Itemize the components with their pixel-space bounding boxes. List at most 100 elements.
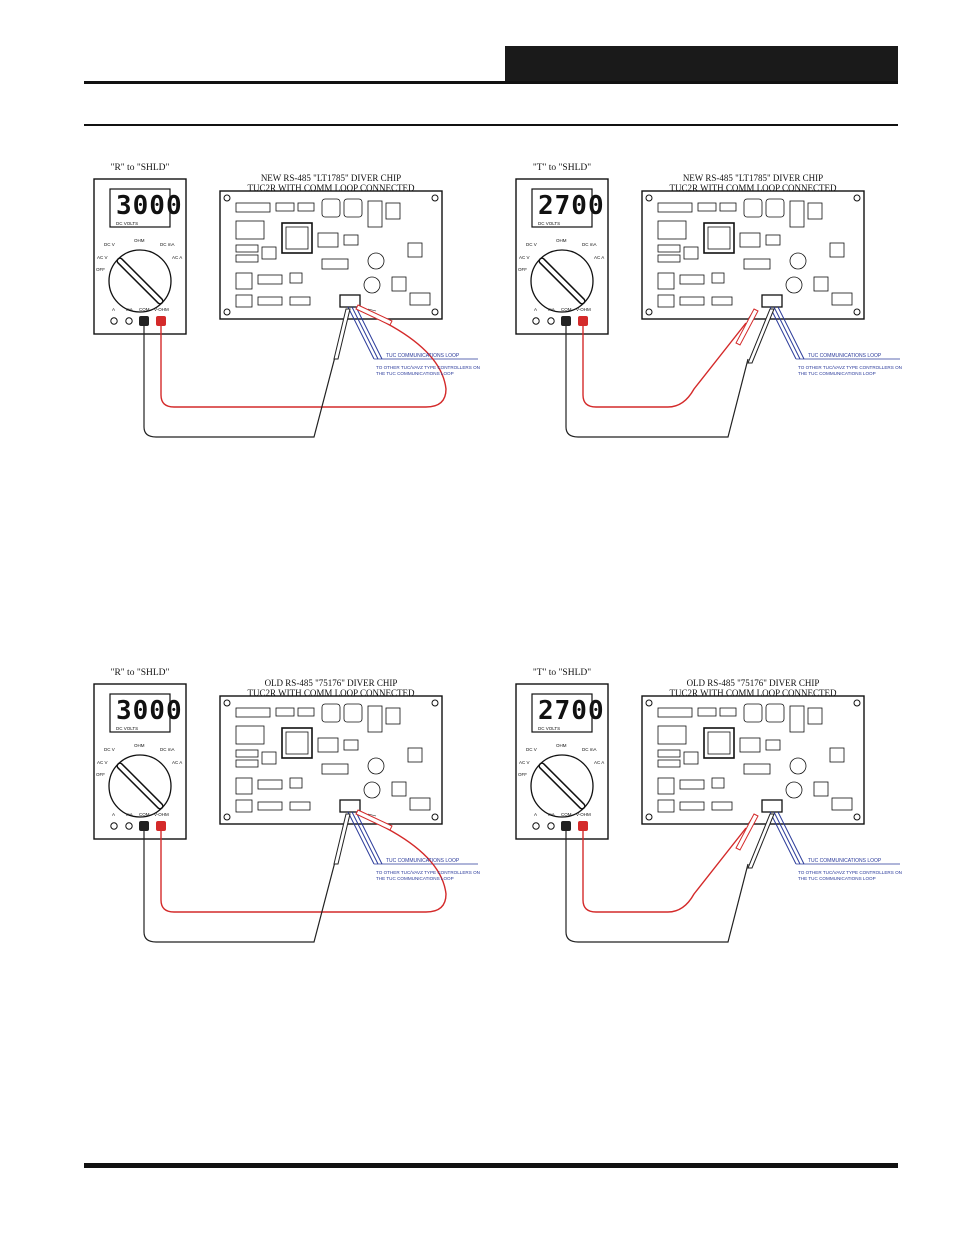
jack-a-label: A	[112, 307, 116, 312]
com-jack	[139, 821, 149, 831]
mount-hole	[223, 813, 231, 821]
vohm-jack	[156, 316, 166, 326]
vohm-jack	[578, 316, 588, 326]
dial-acv: AC V	[97, 255, 108, 260]
mount-hole	[431, 194, 439, 202]
jack-a-label: A	[534, 307, 538, 312]
black-probe	[747, 813, 775, 869]
dial-off: OFF	[518, 772, 527, 777]
black-probe	[333, 813, 351, 865]
dial-dcv: DC V	[104, 747, 115, 752]
top-rule	[84, 81, 898, 84]
dial-acv: AC V	[97, 760, 108, 765]
jack-a-label: A	[534, 812, 538, 817]
jack-ma-label: mA	[126, 307, 133, 312]
test-diagram-3: "R" to "SHLD" OLD RS-485 "75176" DIVER C…	[86, 668, 486, 953]
loop-label: TUC COMMUNICATIONS LOOP	[386, 858, 460, 864]
mount-hole	[645, 813, 653, 821]
board-title-line1: OLD RS-485 "75176" DIVER CHIP	[686, 678, 820, 688]
red-probe	[355, 809, 393, 831]
board-title-line1: NEW RS-485 "LT1785" DIVER CHIP	[682, 173, 824, 183]
mount-hole	[853, 813, 861, 821]
header-bar	[505, 46, 898, 82]
jack-com-label: COM	[561, 812, 572, 817]
board-title: NEW RS-485 "LT1785" DIVER CHIP TUC2R WIT…	[658, 173, 848, 193]
meter-display-frame	[109, 693, 171, 733]
loop-label: TUC COMMUNICATIONS LOOP	[808, 353, 882, 359]
loop-label: TUC COMMUNICATIONS LOOP	[386, 353, 460, 359]
red-probe	[355, 304, 393, 326]
jack-ma	[547, 822, 555, 830]
board-title: OLD RS-485 "75176" DIVER CHIP TUC2R WITH…	[236, 678, 426, 698]
jack-vohm-label: V-OHM	[576, 307, 591, 312]
jack-a	[532, 317, 540, 325]
meter-display-frame	[531, 693, 593, 733]
dial-ohm: OHM	[134, 238, 145, 243]
board-title-line1: NEW RS-485 "LT1785" DIVER CHIP	[260, 173, 402, 183]
mount-hole	[223, 699, 231, 707]
meter-test-label: "R" to "SHLD"	[110, 668, 170, 678]
black-probe	[747, 308, 775, 364]
jack-a-label: A	[112, 812, 116, 817]
jack-vohm-label: V-OHM	[154, 812, 169, 817]
dial-dcma: DC mA	[160, 242, 175, 247]
red-test-lead	[160, 312, 447, 408]
red-probe	[735, 813, 759, 851]
jack-ma	[125, 317, 133, 325]
jack-a	[110, 822, 118, 830]
loop-note: TO OTHER TUC/VAVZ TYPE CONTROLLERS ON TH…	[376, 870, 480, 881]
black-test-lead	[565, 326, 749, 438]
meter-reading: 3000	[116, 191, 183, 221]
board-components	[657, 703, 853, 813]
mount-hole	[223, 308, 231, 316]
loop-note: TO OTHER TUC/VAVZ TYPE CONTROLLERS ON TH…	[376, 365, 480, 376]
jack-a	[532, 822, 540, 830]
board-components	[235, 198, 431, 308]
mount-hole	[853, 699, 861, 707]
mount-hole	[853, 194, 861, 202]
meter-test-label: "R" to "SHLD"	[110, 163, 170, 173]
mount-hole	[645, 699, 653, 707]
meter-reading: 2700	[538, 696, 605, 726]
loop-note: TO OTHER TUC/VAVZ TYPE CONTROLLERS ON TH…	[798, 870, 902, 881]
meter-unit: DC VOLTS	[538, 726, 561, 731]
meter-reading: 2700	[538, 191, 605, 221]
dial-off: OFF	[518, 267, 527, 272]
section-rule	[84, 124, 898, 126]
loop-label: TUC COMMUNICATIONS LOOP	[808, 858, 882, 864]
meter-reading: 3000	[116, 696, 183, 726]
jack-ma-label: mA	[548, 307, 555, 312]
footer-rule	[84, 1163, 898, 1168]
meter-test-label: "T" to "SHLD"	[532, 163, 592, 173]
mount-hole	[223, 194, 231, 202]
meter-unit: DC VOLTS	[116, 726, 139, 731]
red-test-lead	[582, 322, 747, 408]
com-jack	[139, 316, 149, 326]
com-jack	[561, 316, 571, 326]
board-title-line2: TUC2R WITH COMM LOOP CONNECTED	[247, 183, 415, 193]
black-test-lead	[143, 831, 337, 943]
jack-ma-label: mA	[126, 812, 133, 817]
dial-ohm: OHM	[556, 743, 567, 748]
jack-ma	[125, 822, 133, 830]
dial-dcma: DC mA	[160, 747, 175, 752]
board-title-line2: TUC2R WITH COMM LOOP CONNECTED	[669, 183, 837, 193]
jack-vohm-label: V-OHM	[576, 812, 591, 817]
board-title-line2: TUC2R WITH COMM LOOP CONNECTED	[247, 688, 415, 698]
comm-terminal-block	[761, 294, 783, 308]
vohm-jack	[578, 821, 588, 831]
jack-ma	[547, 317, 555, 325]
board-title-line2: TUC2R WITH COMM LOOP CONNECTED	[669, 688, 837, 698]
red-probe	[735, 308, 759, 346]
comm-terminal-block	[761, 799, 783, 813]
black-test-lead	[143, 326, 337, 438]
dial-aca: AC A	[172, 760, 183, 765]
jack-vohm-label: V-OHM	[154, 307, 169, 312]
dial-aca: AC A	[594, 760, 605, 765]
meter-display-frame	[531, 188, 593, 228]
board-title-line1: OLD RS-485 "75176" DIVER CHIP	[264, 678, 398, 688]
jack-com-label: COM	[139, 812, 150, 817]
com-jack	[561, 821, 571, 831]
meter-display-frame	[109, 188, 171, 228]
comm-terminal-block	[339, 799, 361, 813]
